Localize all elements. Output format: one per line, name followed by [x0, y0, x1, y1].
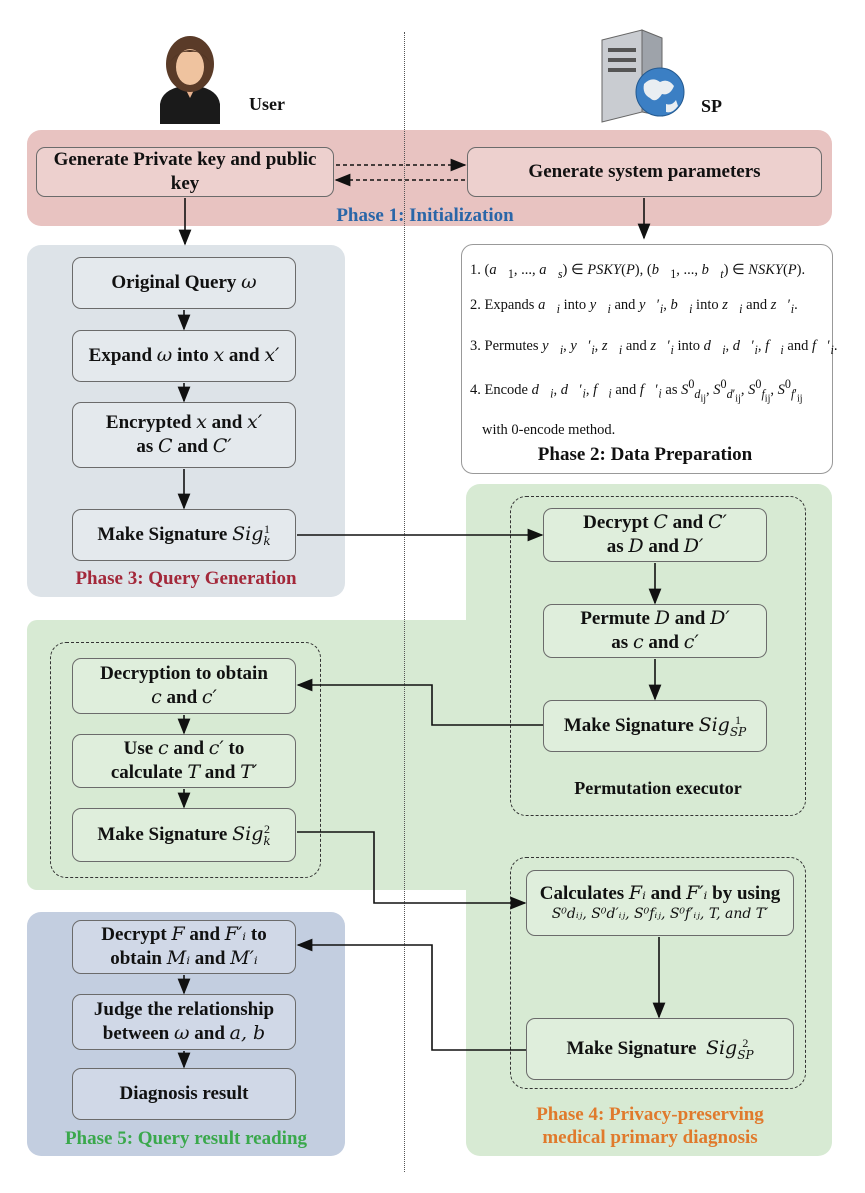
phase2-step-1: 1. (a⃗1, ..., a⃗s) ∈ PSKY(P), (b⃗1, ...,…	[470, 262, 806, 281]
phase1-panel	[27, 130, 832, 226]
phase2-step-5: with 0-encode method.	[482, 422, 616, 438]
center-divider	[404, 32, 405, 1172]
phase1-label: Phase 1: Initialization	[336, 205, 514, 226]
phase2-label: Phase 2: Data Preparation	[537, 444, 753, 465]
decrypt-f-box: Decrypt F and F′ᵢ to obtain Mᵢ and M′ᵢ	[72, 920, 296, 974]
permute-d-box: Permute D and D′ as c and c′	[543, 604, 767, 658]
diagnosis-result-box: Diagnosis result	[72, 1068, 296, 1120]
judge-relationship-box: Judge the relationship between ω and a, …	[72, 994, 296, 1050]
decryption-obtain-box: Decryption to obtain c and c′	[72, 658, 296, 714]
expand-query-box: Expand ω into x and x′	[72, 330, 296, 382]
original-query-box: Original Query ω	[72, 257, 296, 309]
user-avatar-icon	[140, 32, 240, 124]
sp-label: SP	[701, 96, 723, 116]
server-globe-icon	[582, 26, 692, 126]
generate-keys-box: Generate Private key and public key	[36, 147, 334, 197]
phase4-label: Phase 4: Privacy-preserving medical prim…	[536, 1104, 764, 1148]
encrypt-query-box: Encrypted x and x′ as C and C′	[72, 402, 296, 468]
permutation-executor-label: Permutation executor	[574, 778, 742, 798]
phase2-panel	[461, 244, 833, 474]
generate-system-parameters-box: Generate system parameters	[467, 147, 822, 197]
phase-green-panel-left	[27, 620, 487, 890]
user-label: User	[249, 94, 285, 114]
phase2-step-4: 4. Encode d⃗i, d⃗′i, f⃗i and f⃗′i as S0d…	[470, 377, 803, 405]
phase2-step-3: 3. Permutes y⃗i, y⃗′i, z⃗i and z⃗′i into…	[470, 338, 838, 357]
calculates-f-box: Calculates Fᵢ and F′ᵢ by using S⁰dᵢⱼ, S⁰…	[526, 870, 794, 936]
phase4-computation-group	[510, 857, 806, 1089]
phase5-label: Phase 5: Query result reading	[64, 1128, 308, 1149]
phase3-label: Phase 3: Query Generation	[75, 568, 297, 589]
permutation-executor-group	[510, 496, 806, 816]
user-decryption-group	[50, 642, 321, 878]
decrypt-c-box: Decrypt C and C′ as D and D′	[543, 508, 767, 562]
phase2-step-2: 2. Expands a⃗i into y⃗i and y⃗′i, b⃗i in…	[470, 297, 798, 316]
